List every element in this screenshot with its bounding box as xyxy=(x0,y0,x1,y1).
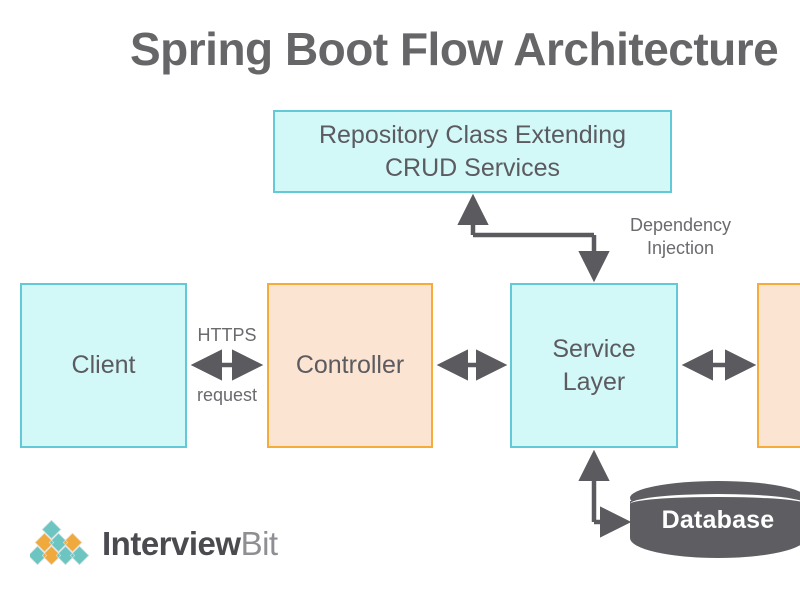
interviewbit-logo-mark xyxy=(30,519,90,566)
connector-dependency-injection xyxy=(457,193,610,283)
interviewbit-logo-text: InterviewBit xyxy=(102,523,278,565)
connector-service-database xyxy=(578,449,632,538)
database-cylinder-rim xyxy=(630,494,800,514)
node-client[interactable]: Client xyxy=(20,283,187,448)
interviewbit-logo: InterviewBit xyxy=(30,515,280,573)
node-service-layer[interactable]: Service Layer xyxy=(510,283,678,448)
edge-label-https: HTTPS xyxy=(197,325,257,345)
logo-text-secondary: Bit xyxy=(240,525,279,562)
logo-text-primary: Interview xyxy=(102,525,241,562)
node-repository-class[interactable]: Repository Class Extending CRUD Services xyxy=(273,110,672,193)
node-right-partial-cutoff[interactable] xyxy=(757,283,800,448)
node-database[interactable]: Database xyxy=(630,481,800,567)
database-label: Database xyxy=(661,506,775,534)
page-title: Spring Boot Flow Architecture xyxy=(130,23,779,75)
edge-label-dependency-injection: Dependency Injection xyxy=(629,215,732,259)
node-controller[interactable]: Controller xyxy=(267,283,433,448)
edge-label-request: request xyxy=(196,385,258,405)
